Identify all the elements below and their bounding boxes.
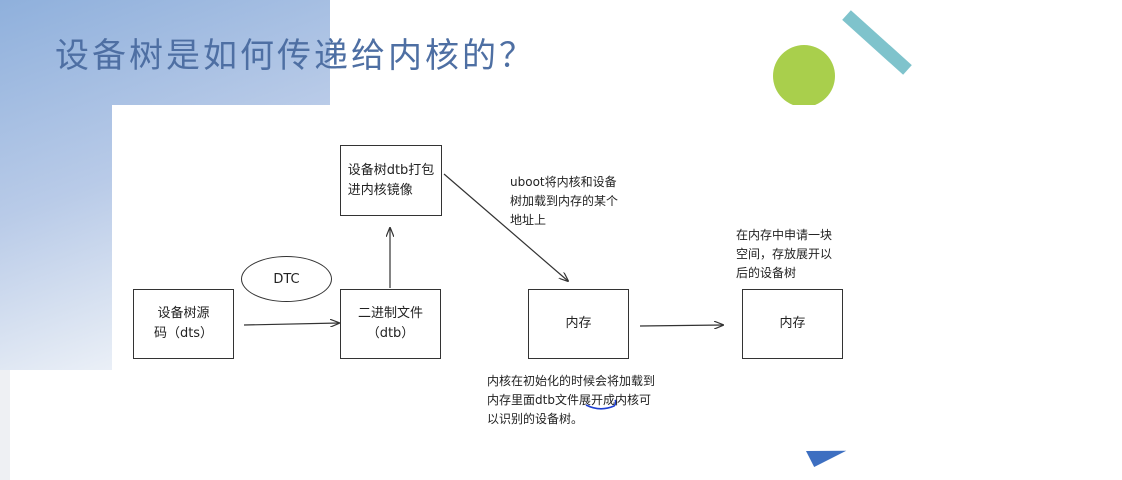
uboot-note: uboot将内核和设备 树加载到内存的某个 地址上 [510, 173, 618, 230]
teal-bar-decoration [842, 10, 912, 75]
dts-label-line1: 设备树源 [157, 306, 210, 321]
pack-label-line2: 进内核镜像 [347, 182, 413, 198]
memory-label-2: 内存 [779, 316, 806, 331]
pack-label-line1: 设备树dtb打包 [347, 162, 435, 178]
dtb-binary-box: 二进制文件 （dtb） [340, 289, 441, 359]
kernel-note-line1: 内核在初始化的时候会将加载到 [487, 374, 656, 388]
dts-label-line2: 码（dts） [153, 326, 214, 341]
memory-box-1: 内存 [528, 289, 629, 359]
alloc-note-line2: 空间，存放展开以 [736, 247, 833, 261]
diagram-panel [112, 105, 847, 480]
uboot-note-line1: uboot将内核和设备 [510, 175, 617, 189]
memory-box-2: 内存 [742, 289, 843, 359]
uboot-note-line3: 地址上 [510, 213, 547, 227]
dts-source-box: 设备树源 码（dts） [133, 289, 234, 359]
green-circle-decoration [773, 45, 835, 107]
alloc-note-line3: 后的设备树 [736, 266, 797, 280]
dtb-label-line1: 二进制文件 [357, 306, 423, 321]
memory-label-1: 内存 [565, 316, 592, 331]
dtc-label: DTC [273, 271, 300, 287]
dtc-ellipse: DTC [241, 256, 332, 302]
kernel-note-line2: 内存里面dtb文件展开成内核可 [487, 393, 651, 407]
circle-mask [773, 105, 843, 125]
uboot-note-line2: 树加载到内存的某个 [510, 194, 619, 208]
alloc-note: 在内存中申请一块 空间，存放展开以 后的设备树 [736, 226, 832, 283]
slide-title: 设备树是如何传递给内核的？ [55, 36, 536, 76]
left-edge-strip [0, 370, 10, 480]
kernel-note: 内核在初始化的时候会将加载到 内存里面dtb文件展开成内核可 以识别的设备树。 [487, 372, 655, 429]
dtb-label-line2: （dtb） [366, 326, 415, 341]
kernel-note-line3: 以识别的设备树。 [487, 412, 584, 426]
pack-kernel-image-box: 设备树dtb打包 进内核镜像 [340, 145, 442, 216]
alloc-note-line1: 在内存中申请一块 [736, 228, 833, 242]
